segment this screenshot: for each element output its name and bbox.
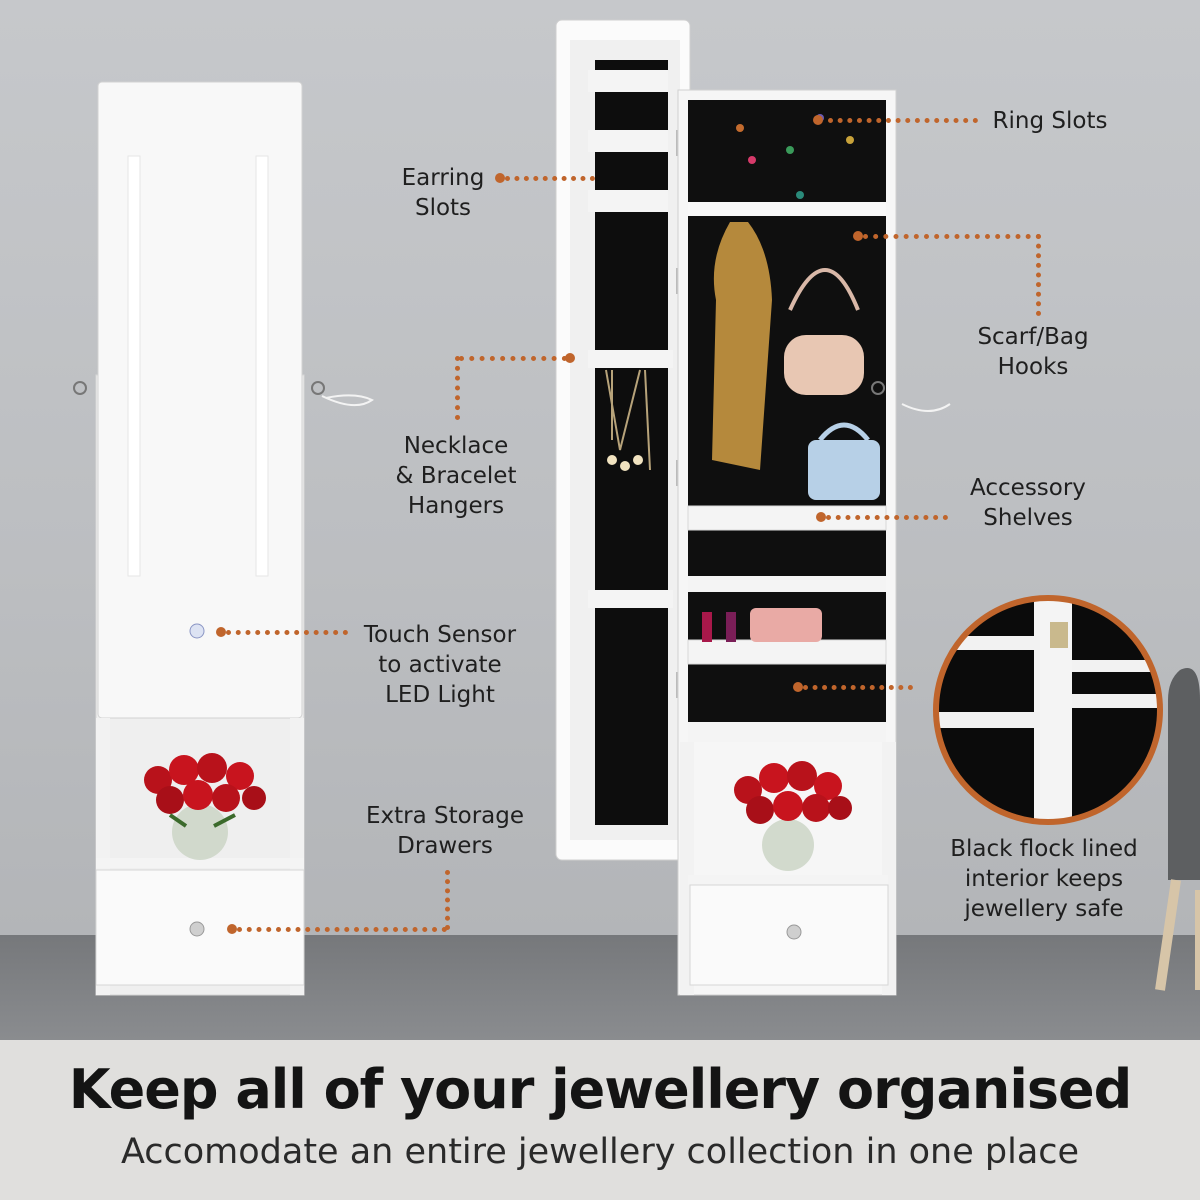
extra-storage-line1: Extra Storage [365, 803, 524, 829]
necklace-hangers-line1: Necklace [403, 433, 509, 459]
accessory-shelves-marker [816, 512, 826, 522]
necklace-marker [565, 353, 575, 363]
touch-sensor-label: Touch Sensor to activate LED Light [350, 620, 530, 710]
scarf-bag-hooks-line1: Scarf/Bag [977, 324, 1089, 350]
earring-slots-label: Earring Slots [383, 163, 503, 223]
black-flock-line2: interior keeps [964, 866, 1124, 892]
scarf-hooks-line-h [863, 234, 1041, 239]
subheadline: Accomodate an entire jewellery collectio… [120, 1132, 1080, 1172]
scarf-hooks-line-v [1036, 234, 1041, 316]
ring-slots-label: Ring Slots [975, 106, 1125, 136]
ring-slots-marker [813, 115, 823, 125]
black-flock-label: Black flock lined interior keeps jewelle… [944, 834, 1144, 924]
ring-slots-line [828, 118, 978, 123]
extra-storage-label: Extra Storage Drawers [355, 801, 535, 861]
necklace-line-h [459, 356, 567, 361]
closed-cabinet [73, 81, 374, 996]
accessory-shelves-label: Accessory Shelves [948, 473, 1108, 533]
scarf-bag-hooks-line2: Hooks [997, 354, 1069, 380]
flock-line [803, 685, 913, 690]
drawer-line-h [237, 927, 447, 932]
flower-vase-left [144, 753, 266, 860]
open-cabinet [677, 89, 951, 996]
earring-slots-marker [495, 173, 505, 183]
necklace-line-v [455, 356, 460, 420]
accessory-shelves-line1: Accessory [970, 475, 1086, 501]
necklace-hangers-line3: Hangers [407, 493, 505, 519]
accessory-shelves-line2: Shelves [983, 505, 1073, 531]
drawer-marker [227, 924, 237, 934]
earring-slots-line [505, 176, 595, 181]
touch-sensor-line1: Touch Sensor [363, 622, 517, 648]
drawer-line-v [445, 870, 450, 930]
ring-slots-text: Ring Slots [992, 108, 1108, 134]
open-door [555, 19, 691, 861]
touch-sensor-line [226, 630, 348, 635]
black-flock-line1: Black flock lined [950, 836, 1138, 862]
footer-banner [0, 1040, 1200, 1200]
black-flock-line3: jewellery safe [964, 896, 1124, 922]
scarf-hooks-marker [853, 231, 863, 241]
zoom-detail-circle [933, 595, 1163, 825]
earring-slots-line2: Slots [414, 195, 472, 221]
extra-storage-line2: Drawers [397, 833, 493, 859]
touch-sensor-line2: to activate [378, 652, 502, 678]
touch-sensor-line3: LED Light [385, 682, 495, 708]
accessory-shelves-line [826, 515, 948, 520]
chair [1155, 668, 1200, 991]
headline: Keep all of your jewellery organised [68, 1058, 1133, 1121]
touch-sensor-marker [216, 627, 226, 637]
flower-vase-right [734, 761, 852, 871]
scarf-bag-hooks-label: Scarf/Bag Hooks [958, 322, 1108, 382]
necklace-hangers-label: Necklace & Bracelet Hangers [376, 431, 536, 521]
flock-marker [793, 682, 803, 692]
necklace-hangers-line2: & Bracelet [395, 463, 517, 489]
earring-slots-line1: Earring [401, 165, 485, 191]
